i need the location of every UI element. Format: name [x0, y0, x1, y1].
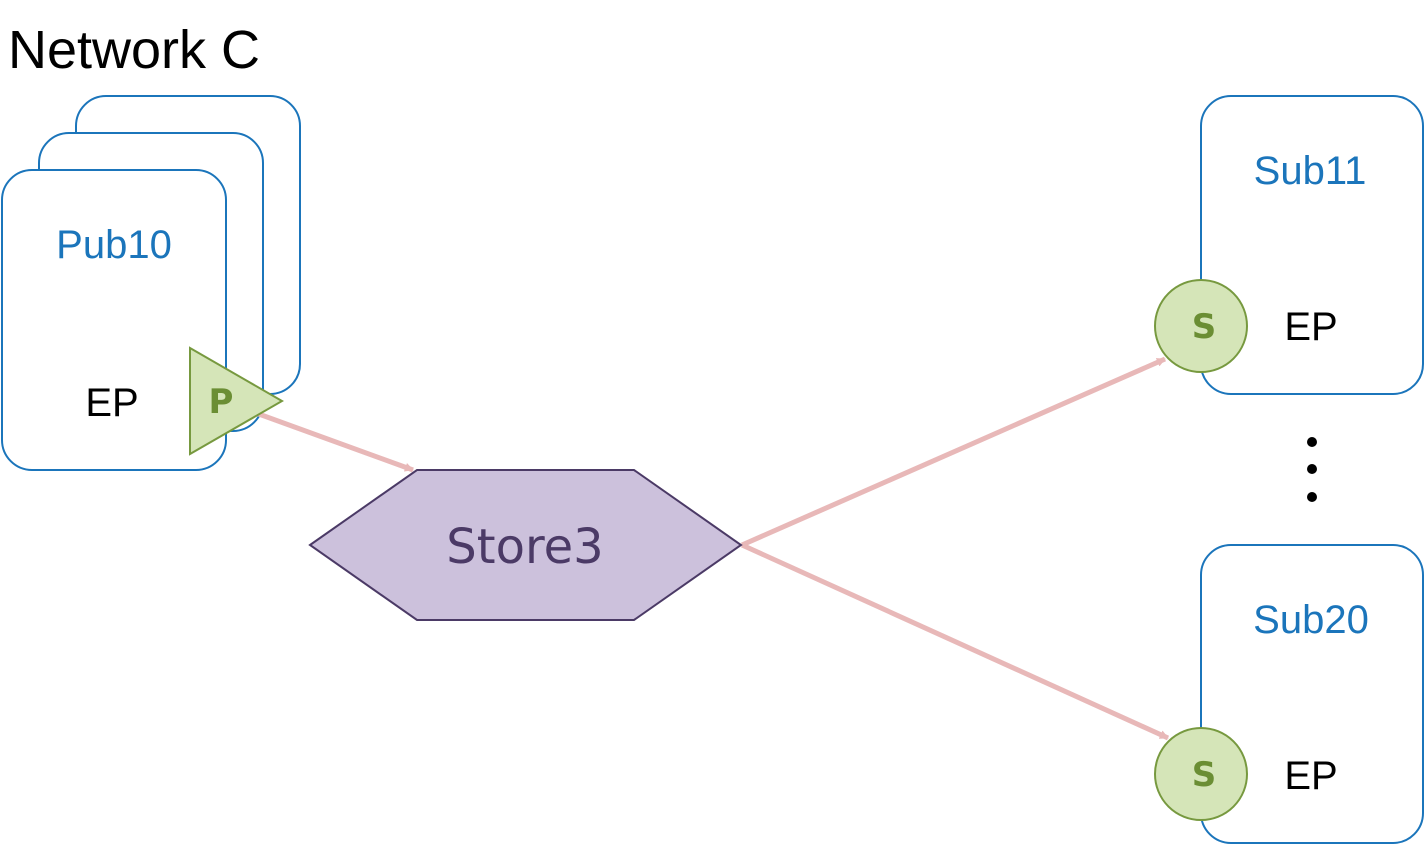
arrow-store-to-sub20 [740, 542, 1170, 741]
subscriber-badge-label: S [1192, 755, 1217, 795]
subscriber-endpoint-badge[interactable]: S [1154, 727, 1248, 821]
more-subscribers-ellipsis [1307, 437, 1317, 502]
store-hexagon [308, 469, 743, 621]
ellipsis-dot [1307, 437, 1317, 447]
publisher-badge-label: P [209, 382, 234, 422]
arrow-pub-to-store [255, 410, 414, 473]
subscriber-box [1200, 95, 1424, 395]
store-label: Store3 [446, 519, 603, 575]
ellipsis-dot [1307, 492, 1317, 502]
publisher-node[interactable]: Pub10 EP [1, 95, 301, 471]
subscriber-badge-label: S [1192, 307, 1217, 347]
subscriber-endpoint-label: EP [1284, 754, 1337, 798]
store-node[interactable]: Store3 [308, 469, 743, 621]
subscriber-endpoint-label: EP [1284, 305, 1337, 349]
subscriber-label: Sub20 [1253, 598, 1369, 642]
subscriber-label: Sub11 [1254, 149, 1367, 193]
ellipsis-dot [1307, 464, 1317, 474]
publisher-label: Pub10 [56, 223, 172, 267]
diagram-title: Network C [8, 20, 260, 80]
publisher-box [1, 169, 227, 471]
subscriber-box [1200, 544, 1424, 844]
subscriber-node-sub20[interactable]: Sub20 EP S [1154, 544, 1424, 844]
subscriber-node-sub11[interactable]: Sub11 EP S [1154, 95, 1424, 395]
publisher-endpoint-label: EP [85, 381, 138, 425]
play-triangle-icon [189, 346, 285, 456]
arrow-store-to-sub11 [740, 356, 1167, 548]
publisher-endpoint-badge[interactable]: P [189, 346, 285, 456]
subscriber-circle-icon [1154, 727, 1248, 821]
subscriber-endpoint-badge[interactable]: S [1154, 279, 1248, 373]
subscriber-circle-icon [1154, 279, 1248, 373]
